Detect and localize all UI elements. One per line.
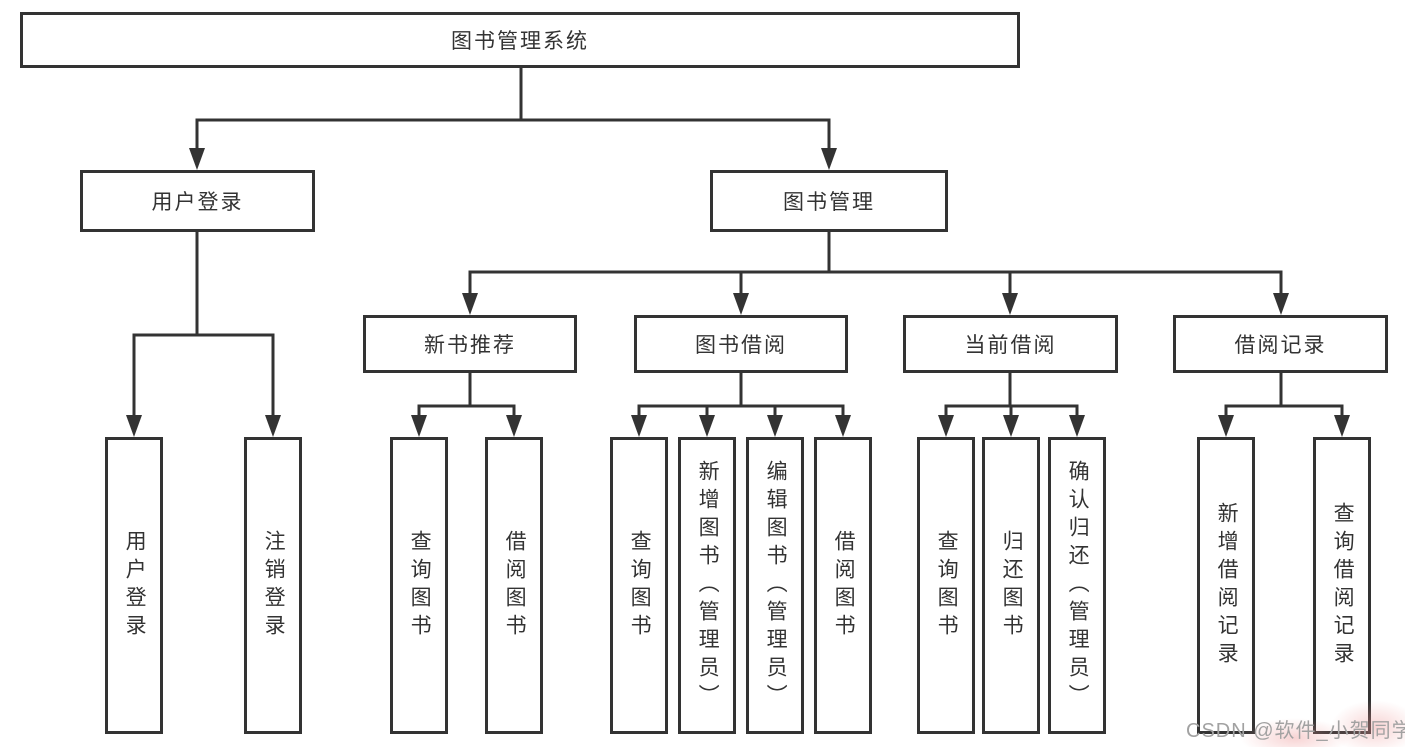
connector-borrow-records-split (1218, 371, 1350, 437)
node-borrow-records: 借阅记录 (1173, 315, 1388, 373)
leaf-logout: 注销登录 (244, 437, 302, 734)
leaf-borrow-book-label: 借阅图书 (832, 529, 856, 642)
node-current-borrow: 当前借阅 (903, 315, 1118, 373)
csdn-watermark: CSDN @软件_小贺同学 (1186, 720, 1405, 742)
connector-current-borrow-split (938, 371, 1085, 437)
leaf-borrow-book: 借阅图书 (814, 437, 872, 734)
leaf-borrow-edit-admin-label: 编辑图书（管理员） (764, 459, 788, 712)
node-current-borrow-label: 当前借阅 (964, 334, 1057, 357)
leaf-newbooks-borrow: 借阅图书 (485, 437, 543, 734)
connector-root-split (189, 64, 837, 170)
node-new-books-label: 新书推荐 (424, 334, 516, 357)
node-user-login-label: 用户登录 (151, 191, 244, 214)
leaf-newbooks-borrow-label: 借阅图书 (503, 529, 527, 642)
leaf-borrow-add-admin-label: 新增图书（管理员） (696, 459, 720, 712)
node-root: 图书管理系统 (20, 12, 1020, 68)
leaf-borrow-add-admin: 新增图书（管理员） (678, 437, 736, 734)
leaf-borrow-query-label: 查询图书 (628, 529, 652, 642)
node-borrow-records-label: 借阅记录 (1234, 334, 1327, 357)
leaf-logout-label: 注销登录 (262, 529, 286, 642)
leaf-current-query-label: 查询图书 (935, 529, 959, 642)
connector-new-books-split (411, 371, 522, 437)
leaf-current-confirm-admin: 确认归还（管理员） (1048, 437, 1106, 734)
leaf-newbooks-query: 查询图书 (390, 437, 448, 734)
node-user-login: 用户登录 (80, 170, 315, 232)
leaf-current-query: 查询图书 (917, 437, 975, 734)
leaf-records-add-label: 新增借阅记录 (1215, 501, 1239, 670)
leaf-current-return-label: 归还图书 (1000, 529, 1024, 642)
leaf-user-login: 用户登录 (105, 437, 163, 734)
leaf-user-login-label: 用户登录 (123, 529, 147, 642)
node-book-borrow-label: 图书借阅 (695, 334, 787, 357)
leaf-records-add: 新增借阅记录 (1197, 437, 1255, 734)
leaf-borrow-edit-admin: 编辑图书（管理员） (746, 437, 804, 734)
connector-book-mgmt-split (462, 230, 1289, 315)
node-new-books: 新书推荐 (363, 315, 577, 373)
leaf-records-query: 查询借阅记录 (1313, 437, 1371, 734)
connector-book-borrow-split (631, 371, 851, 437)
node-book-mgmt-label: 图书管理 (783, 191, 875, 214)
leaf-records-query-label: 查询借阅记录 (1331, 501, 1355, 670)
node-book-mgmt: 图书管理 (710, 170, 948, 232)
leaf-current-return: 归还图书 (982, 437, 1040, 734)
node-book-borrow: 图书借阅 (634, 315, 848, 373)
node-root-label: 图书管理系统 (451, 30, 589, 53)
leaf-newbooks-query-label: 查询图书 (408, 529, 432, 642)
leaf-current-confirm-admin-label: 确认归还（管理员） (1066, 459, 1090, 712)
connector-user-login-split (126, 230, 281, 437)
leaf-borrow-query: 查询图书 (610, 437, 668, 734)
